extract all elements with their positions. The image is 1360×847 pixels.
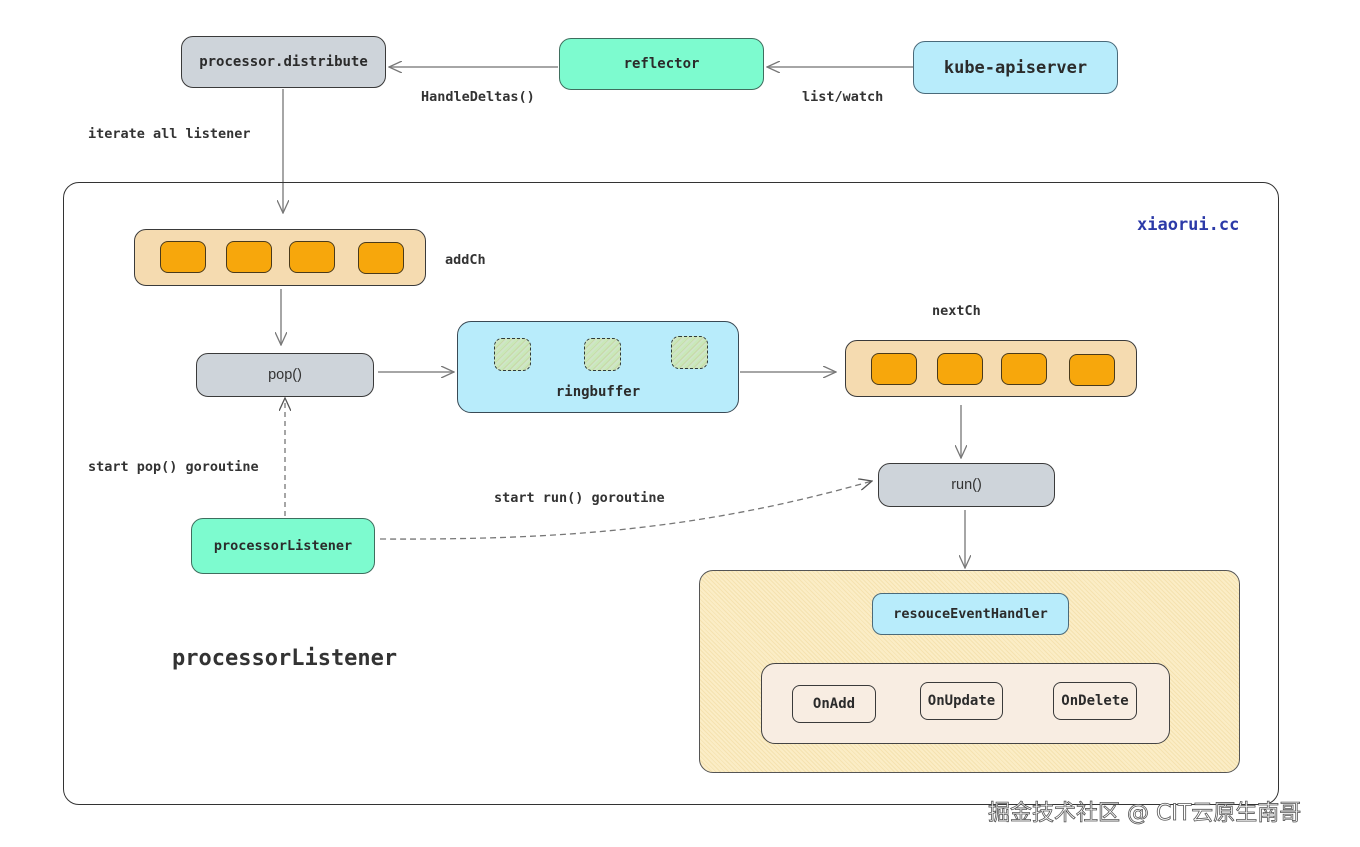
start-pop-label: start pop() goroutine: [88, 459, 259, 475]
nextch-label: nextCh: [932, 303, 981, 319]
run-label: run(): [951, 477, 982, 493]
on-add-label: OnAdd: [812, 696, 856, 712]
on-delete-handler: OnDelete: [1053, 682, 1137, 720]
kube-apiserver-node: kube-apiserver: [913, 41, 1118, 94]
on-update-handler: OnUpdate: [920, 682, 1003, 720]
arrow-listener-to-run: [379, 481, 872, 540]
pop-node: pop(): [196, 353, 374, 397]
ringbuffer-slot: [671, 336, 708, 369]
nextch-slot: [937, 353, 983, 385]
nextch-channel: [845, 340, 1137, 397]
run-node: run(): [878, 463, 1055, 507]
addch-slot: [160, 241, 206, 273]
on-update-label: OnUpdate: [927, 693, 996, 709]
nextch-slot: [1001, 353, 1047, 385]
processor-listener-node: processorListener: [191, 518, 375, 574]
pop-label: pop(): [268, 367, 302, 383]
watermark-label: xiaorui.cc: [1137, 215, 1240, 235]
addch-slot: [226, 241, 272, 273]
on-add-handler: OnAdd: [792, 685, 876, 723]
resource-event-handler-label: resouceEventHandler: [893, 606, 1048, 622]
processor-listener-container: [63, 182, 1279, 805]
processor-distribute-node: processor.distribute: [181, 36, 386, 88]
resource-event-handler-node: resouceEventHandler: [872, 593, 1069, 635]
ringbuffer-label: ringbuffer: [555, 384, 641, 400]
ringbuffer-slot: [494, 338, 531, 371]
handle-deltas-label: HandleDeltas(): [421, 89, 535, 105]
addch-label: addCh: [445, 252, 486, 268]
iterate-listener-label: iterate all listener: [88, 126, 251, 142]
reflector-node: reflector: [559, 38, 764, 90]
addch-channel: [134, 229, 426, 286]
on-delete-label: OnDelete: [1061, 693, 1129, 709]
processor-listener-node-label: processorListener: [213, 538, 353, 554]
addch-slot: [358, 242, 404, 274]
footer-credit: 掘金技术社区 @ CIT云原生南哥: [988, 801, 1302, 827]
nextch-slot: [871, 353, 917, 385]
start-run-label: start run() goroutine: [494, 490, 665, 506]
container-title: processorListener: [172, 646, 398, 671]
reflector-label: reflector: [623, 56, 700, 72]
addch-slot: [289, 241, 335, 273]
ringbuffer-slot: [584, 338, 621, 371]
kube-apiserver-label: kube-apiserver: [943, 57, 1088, 78]
list-watch-label: list/watch: [802, 89, 884, 105]
processor-distribute-label: processor.distribute: [199, 54, 368, 70]
ringbuffer-node: ringbuffer: [457, 321, 739, 413]
nextch-slot: [1069, 354, 1115, 386]
